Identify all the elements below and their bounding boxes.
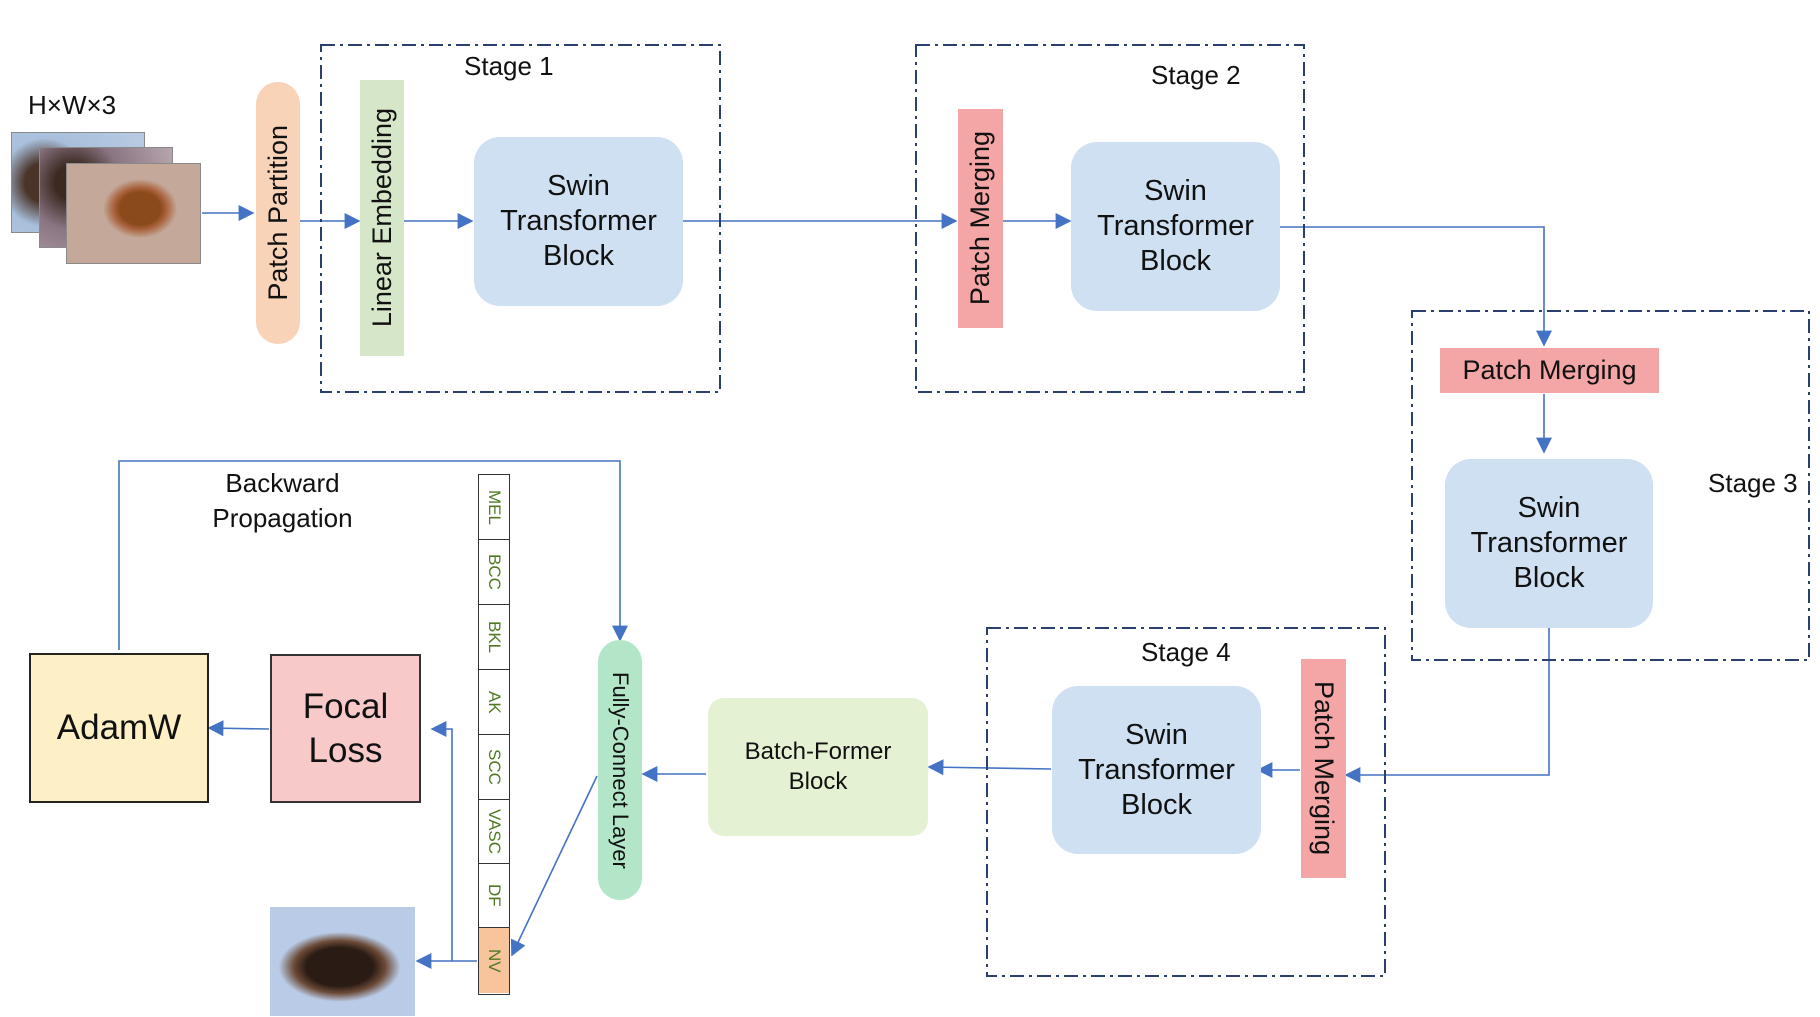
class-cell-bcc: BCC	[479, 540, 509, 605]
adamw-optimizer: AdamW	[29, 653, 209, 803]
arrow-swin3-to-merge4	[1344, 628, 1550, 783]
class-cell-vasc: VASC	[479, 800, 509, 864]
class-cell-df: DF	[479, 864, 509, 928]
stage-3-patch-merging: Patch Merging	[1440, 348, 1659, 393]
arrow-to-focal-loss	[430, 721, 453, 961]
linear-embedding-label: Linear Embedding	[366, 108, 397, 328]
class-vector: MEL BCC BKL AK SCC VASC DF NV	[478, 474, 510, 995]
output-lesion-image	[270, 907, 415, 1016]
arrow-focal-to-adamw	[207, 720, 270, 737]
arrow-backprop	[118, 460, 628, 650]
stage-4-frame	[986, 627, 1386, 977]
stage-3-title: Stage 3	[1708, 468, 1798, 498]
backward-propagation-label: Backward Propagation	[212, 468, 353, 533]
stage-4-swin-block: Swin Transformer Block	[1052, 686, 1261, 854]
class-cell-mel: MEL	[479, 475, 509, 540]
patch-partition: Patch Partition	[256, 82, 300, 344]
stage-2-patch-merging-label: Patch Merging	[965, 131, 995, 306]
stage-3-swin-block: Swin Transformer Block	[1445, 459, 1653, 628]
arrow-swin2-to-merge3	[1279, 226, 1552, 347]
class-cell-nv: NV	[479, 928, 509, 993]
fully-connect-layer-label: Fully-Connect Layer	[608, 671, 633, 869]
class-cell-ak: AK	[479, 670, 509, 735]
class-cell-bkl: BKL	[479, 605, 509, 670]
input-image-front	[66, 163, 201, 264]
stage-1-title: Stage 1	[464, 51, 554, 81]
class-cell-scc: SCC	[479, 735, 509, 800]
stage-2-swin-block: Swin Transformer Block	[1071, 142, 1280, 311]
stage-1-swin-block: Swin Transformer Block	[474, 137, 683, 306]
input-shape-label: H×W×3	[28, 90, 117, 120]
stage-2-patch-merging: Patch Merging	[958, 109, 1003, 328]
stage-1-frame	[320, 44, 721, 393]
arrow-swin4-to-batchformer	[927, 759, 1052, 776]
batch-former-block: Batch-Former Block	[708, 698, 928, 836]
stage-2-title: Stage 2	[1151, 60, 1241, 90]
focal-loss: Focal Loss	[270, 654, 421, 803]
arrow-fc-to-nv	[510, 775, 598, 957]
patch-partition-label: Patch Partition	[262, 125, 293, 301]
stage-3-frame	[1411, 310, 1810, 661]
stage-4-patch-merging-label: Patch Merging	[1309, 681, 1339, 856]
stage-4-patch-merging: Patch Merging	[1301, 659, 1346, 878]
stage-4-title: Stage 4	[1141, 637, 1231, 667]
fully-connect-layer: Fully-Connect Layer	[598, 640, 642, 900]
linear-embedding: Linear Embedding	[360, 80, 404, 356]
stage-2-frame	[915, 44, 1305, 393]
